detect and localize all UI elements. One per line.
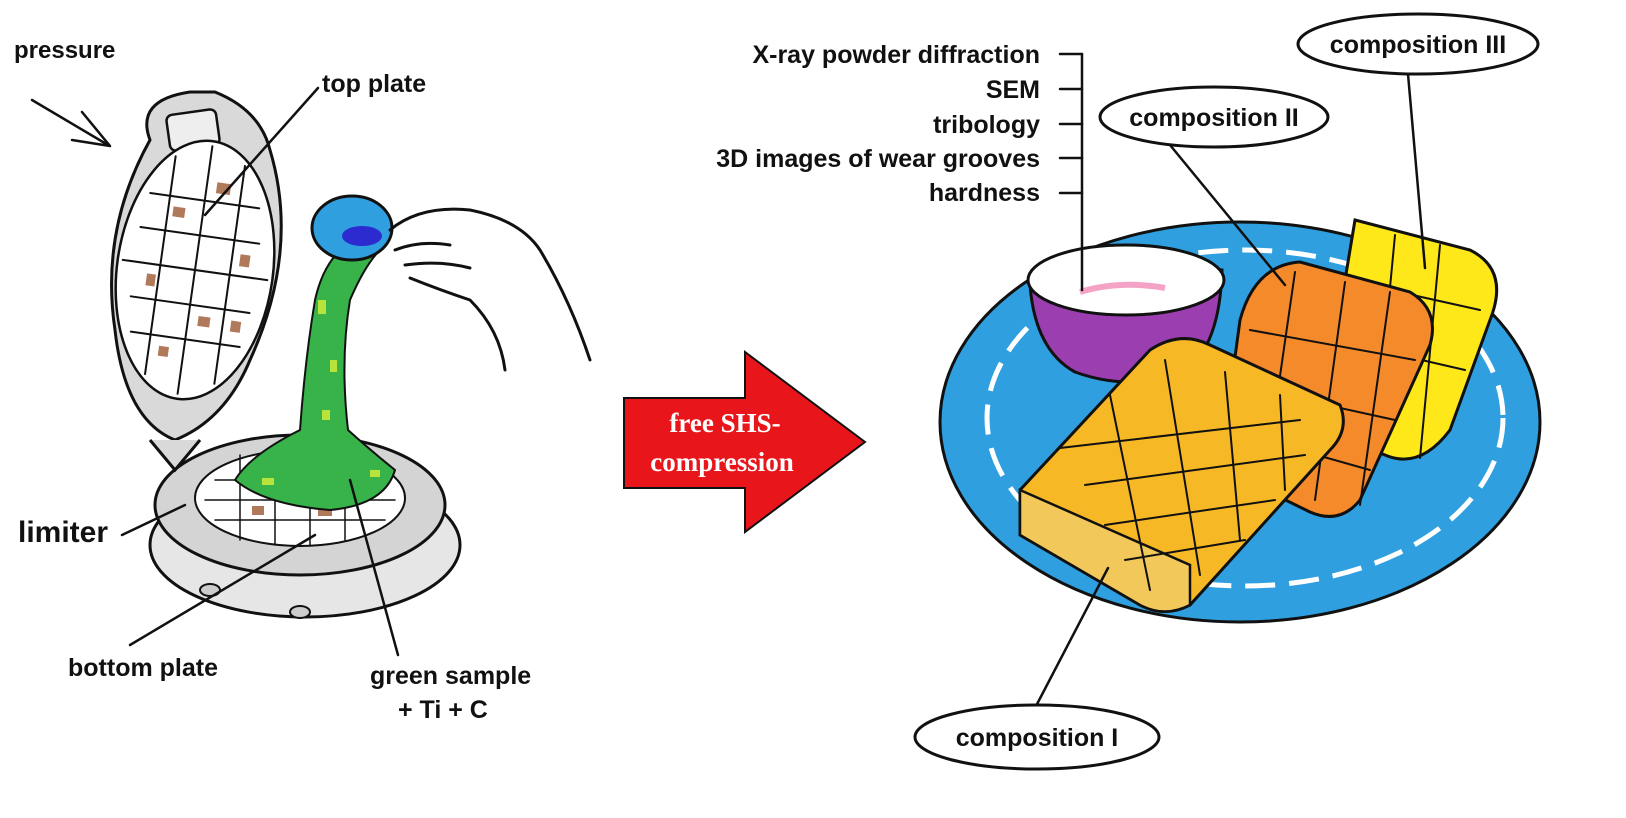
bottom-plate-leader [128, 533, 317, 647]
batter-stream [233, 238, 397, 512]
pressure-label: pressure [14, 37, 115, 64]
serving-plate-inner [984, 247, 1506, 589]
composition-i-label: composition I [956, 724, 1119, 752]
plate-illustration [938, 218, 1542, 624]
ladle-batter [342, 226, 382, 246]
green-sample-label: green sample [370, 662, 531, 690]
composition-ii-label: composition II [1129, 104, 1298, 132]
foot-right [289, 605, 311, 619]
methods-bracket [1058, 52, 1084, 292]
green-sample-leader [348, 478, 400, 657]
bottom-plate-label: bottom plate [68, 654, 218, 682]
analysis-methods: X-ray powder diffraction SEM tribology 3… [716, 41, 1084, 292]
composition-iii-leader [1406, 72, 1427, 270]
left-leader-lines [30, 86, 400, 657]
method-xrd: X-ray powder diffraction [752, 41, 1040, 69]
top-plate-leader [203, 86, 320, 217]
limiter-leader [120, 503, 187, 537]
bowl-rim [1026, 243, 1226, 317]
composition-iii-bubble [1296, 12, 1540, 76]
waffle-iron-illustration [110, 90, 592, 619]
method-3d-images: 3D images of wear grooves [716, 145, 1040, 173]
method-hardness: hardness [929, 179, 1040, 207]
process-arrow: free SHS- compression [623, 350, 867, 534]
batter-highlights [262, 300, 380, 485]
left-labels: pressure top plate limiter bottom plate … [14, 37, 531, 724]
top-plate-spots [145, 182, 251, 358]
pressure-arrowhead [70, 110, 112, 148]
green-sample-additives-label: + Ti + C [398, 696, 488, 724]
top-plate-grid [121, 145, 269, 395]
process-arrow-line1: free SHS- [669, 408, 780, 438]
method-tribology: tribology [933, 111, 1040, 139]
composition-callouts: composition III composition II compositi… [913, 12, 1540, 771]
top-plate-label: top plate [322, 70, 426, 98]
composition-i-bubble [913, 703, 1161, 771]
pressure-arrow [30, 98, 110, 147]
hand [388, 207, 592, 372]
composition-i-leader [1033, 566, 1110, 710]
waffle-composition-i [1018, 337, 1345, 613]
method-sem: SEM [986, 76, 1040, 104]
process-arrow-line2: compression [650, 447, 794, 477]
limiter-label: limiter [18, 516, 108, 549]
bowl-contents [1079, 281, 1166, 295]
composition-ii-bubble [1098, 85, 1330, 149]
process-arrow-shape [623, 350, 867, 534]
lid-hinge [148, 439, 202, 473]
composition-iii-label: composition III [1330, 31, 1506, 59]
composition-ii-leader [1168, 143, 1287, 287]
